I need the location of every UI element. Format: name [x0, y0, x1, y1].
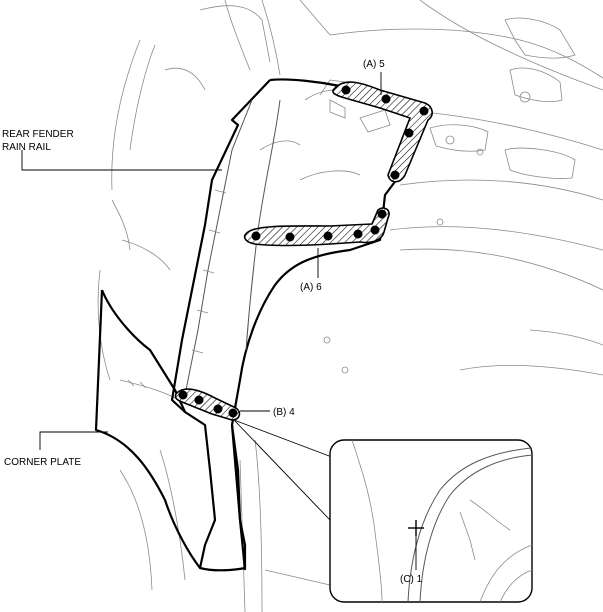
weld-zone-a6 — [243, 207, 390, 247]
weld-label-b4: (B) 4 — [273, 407, 295, 418]
weld-spot — [419, 106, 429, 116]
weld-spot — [353, 229, 363, 239]
weld-spot — [390, 170, 400, 180]
weld-label-c1: (C) 1 — [400, 574, 423, 585]
rear-fender-rain-rail-label-line1: REAR FENDER — [2, 129, 74, 140]
leader-lines — [21, 72, 382, 450]
weld-label-a6: (A) 6 — [300, 282, 322, 293]
detail-inset — [233, 419, 533, 603]
corner-plate-label: CORNER PLATE — [4, 457, 81, 468]
weld-zone-b4 — [174, 388, 241, 421]
weld-zone-a5 — [332, 81, 433, 183]
corner-plate-outline — [100, 289, 247, 572]
wheel-arch-inner-line — [245, 99, 281, 351]
weld-spot — [228, 408, 238, 418]
weld-spot — [178, 390, 188, 400]
weld-spot — [323, 231, 333, 241]
weld-spot — [285, 232, 295, 242]
weld-spot — [404, 128, 414, 138]
weld-spot — [381, 94, 391, 104]
weld-spot — [341, 85, 351, 95]
weld-spot — [370, 225, 380, 235]
weld-label-a5: (A) 5 — [363, 59, 385, 70]
weld-spot — [194, 395, 204, 405]
rear-fender-rain-rail-outline — [170, 79, 271, 413]
weld-spot — [377, 209, 387, 219]
wheel-arch-outline — [230, 78, 422, 571]
weld-spot — [213, 404, 223, 414]
weld-spot — [251, 231, 261, 241]
rain-rail-inner-edge — [185, 99, 253, 391]
rear-fender-rain-rail-label-line2: RAIN RAIL — [2, 142, 51, 153]
